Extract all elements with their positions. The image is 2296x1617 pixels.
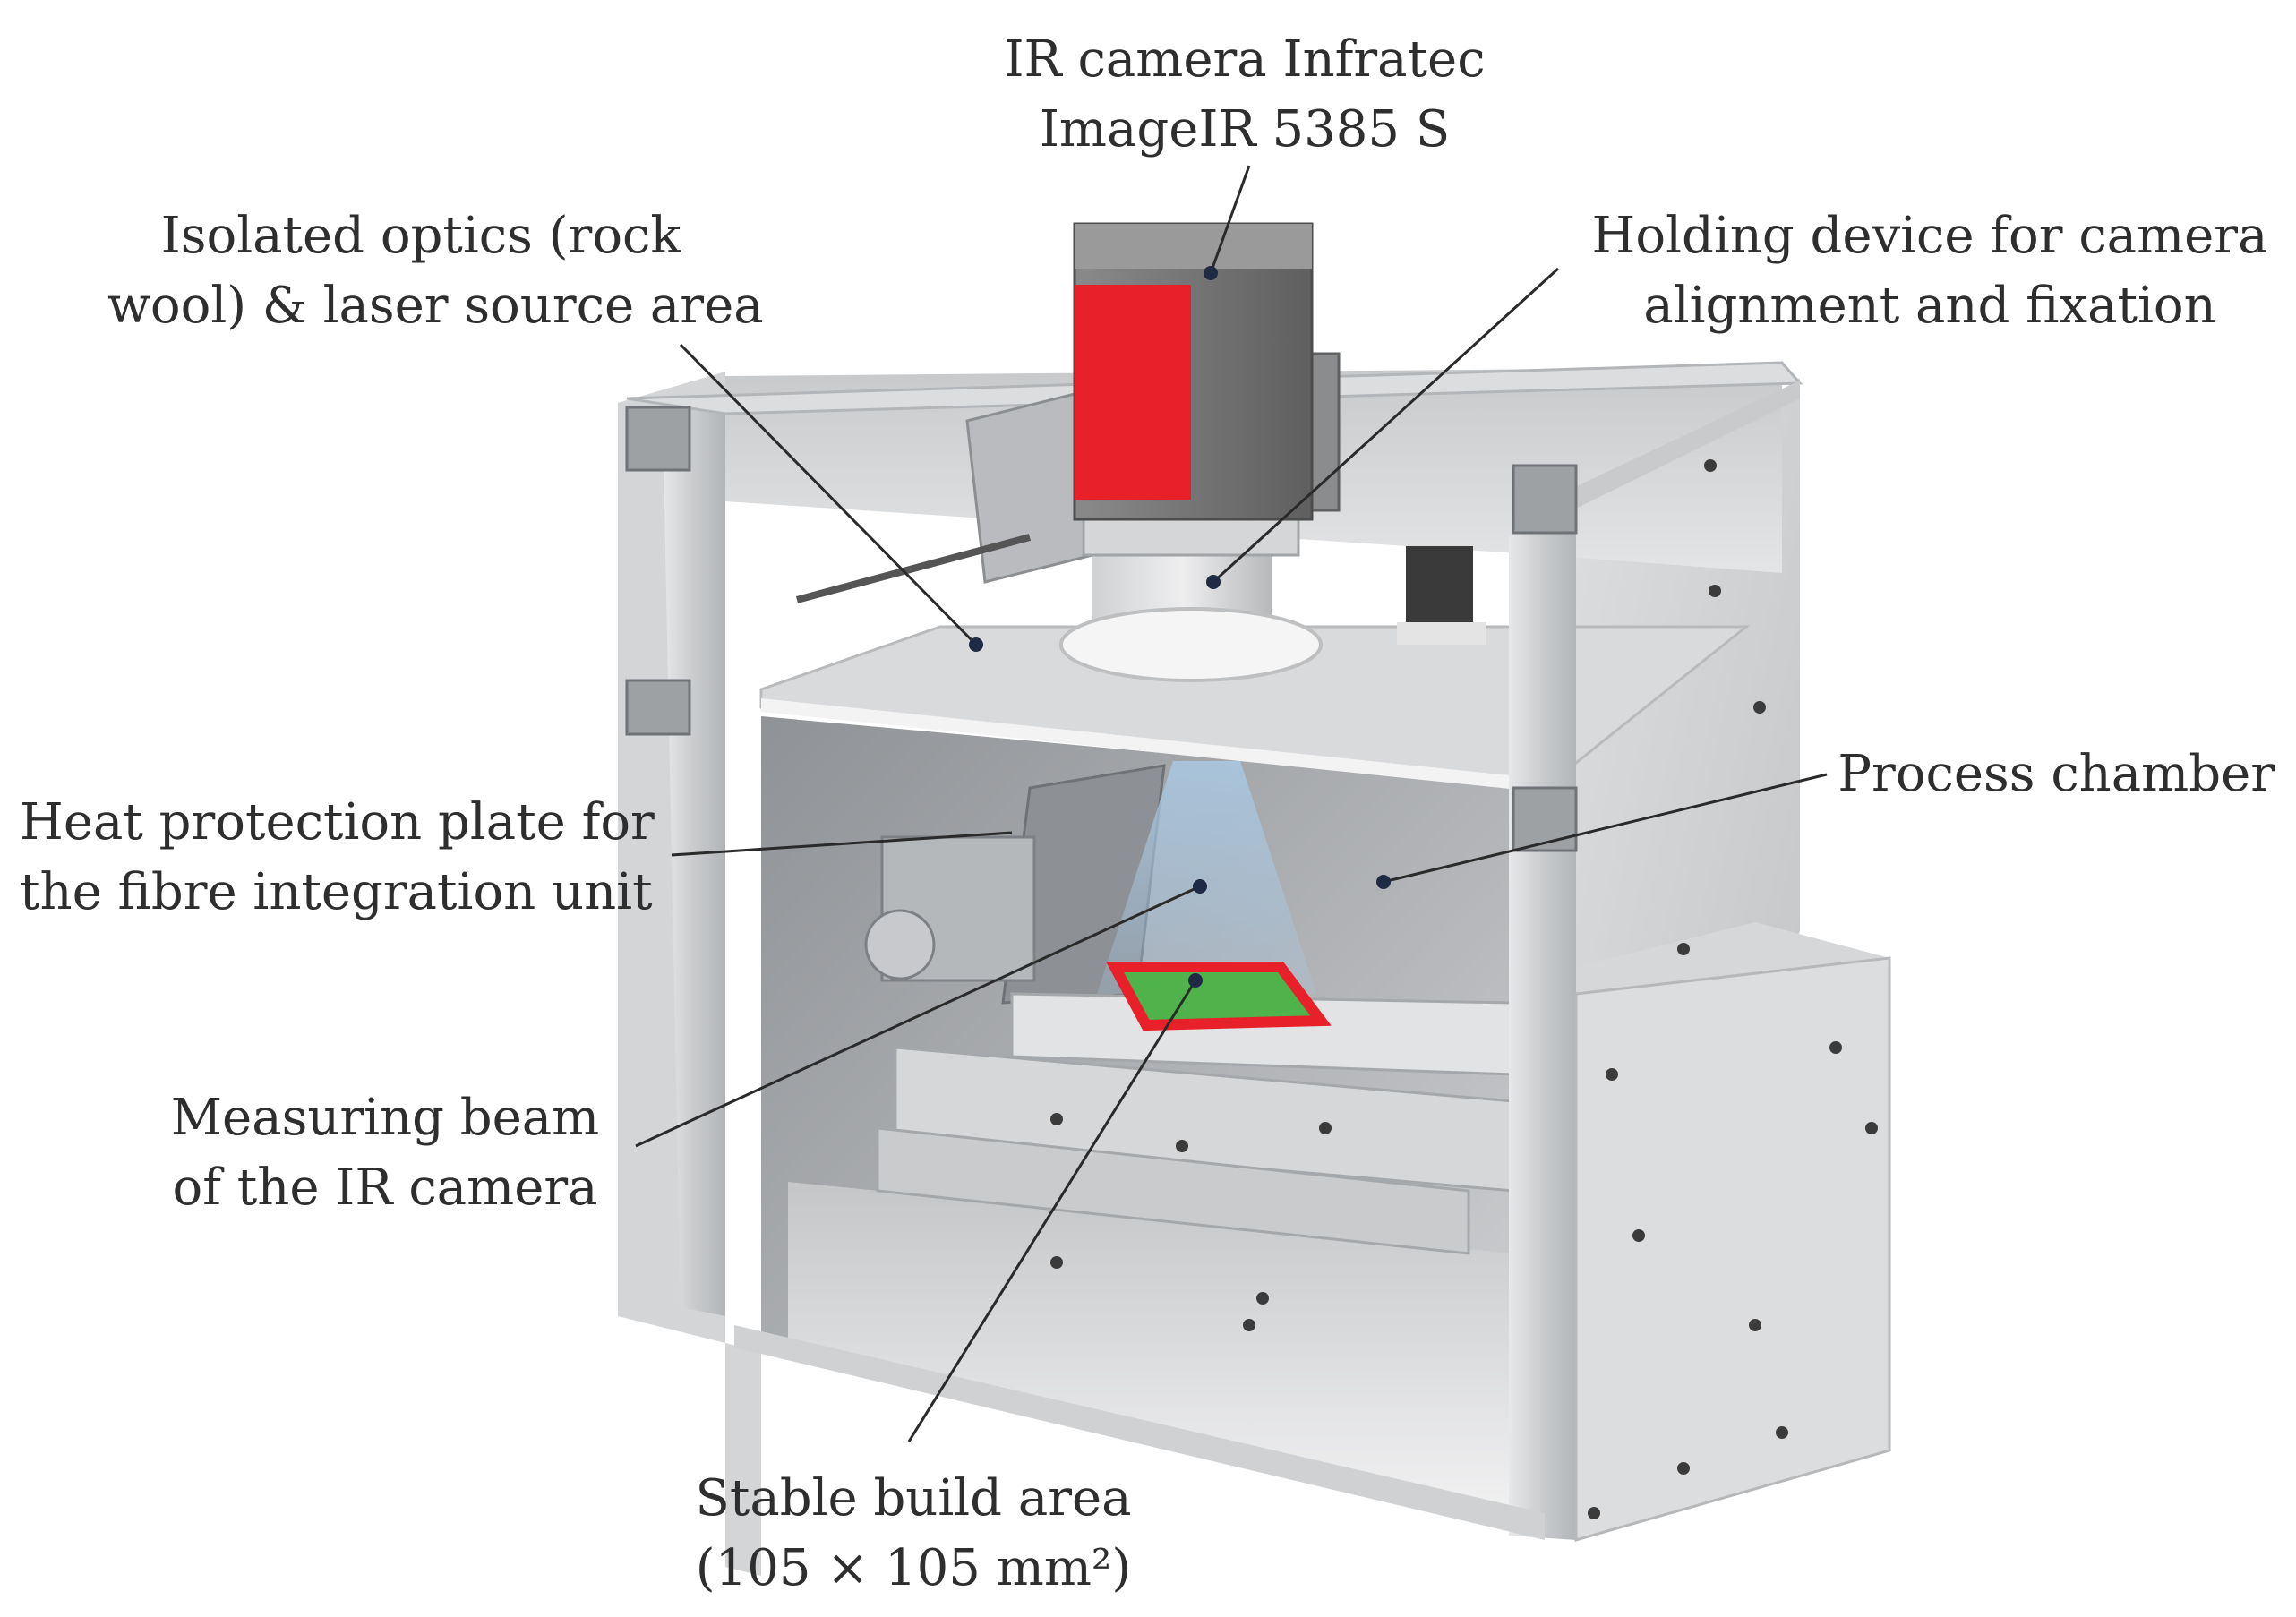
label-heat-protection: Heat protection plate for the fibre inte… — [20, 788, 664, 928]
frame-left-post — [663, 394, 725, 1316]
measuring-beam — [1097, 761, 1316, 994]
leader-process-chamber — [1383, 773, 1828, 884]
corner-bracket — [1512, 786, 1578, 852]
camera-mount-ring — [1059, 607, 1323, 682]
leader-build-area — [907, 980, 1197, 1442]
chamber-floor — [788, 1182, 1513, 1513]
label-build-area: Stable build area (105 × 105 mm²) — [663, 1464, 1164, 1604]
label-isolated-optics-line-1: Isolated optics (rock — [160, 207, 681, 265]
ir-camera-top — [1075, 224, 1312, 269]
label-isolated-optics: Isolated optics (rock wool) & laser sour… — [107, 201, 764, 341]
bolt-holes — [1050, 459, 1878, 1519]
build-platform-base — [876, 1126, 1470, 1255]
ir-camera-face — [1075, 285, 1191, 500]
corner-bracket — [625, 679, 691, 736]
corner-bracket — [625, 406, 691, 472]
label-holding-device: Holding device for camera alignment and … — [1572, 201, 2288, 341]
side-cabinet-top — [1576, 922, 1889, 994]
mid-shelf-edge — [761, 698, 1545, 792]
corner-bracket — [1512, 464, 1578, 535]
leader-holding-device — [1212, 267, 1560, 584]
label-ir-camera-line-1: IR camera Infratec — [1004, 30, 1486, 89]
leader-lines — [635, 165, 1828, 1442]
leader-heat-protection — [671, 831, 1013, 857]
label-process-chamber: Process chamber — [1827, 740, 2275, 809]
label-ir-camera-line-2: ImageIR 5385 S — [1039, 100, 1451, 158]
leader-dots — [969, 266, 1391, 988]
leader-measuring-beam — [635, 885, 1201, 1148]
top-rail-right — [1545, 381, 1800, 524]
label-heat-protection-line-1: Heat protection plate for — [20, 793, 655, 851]
label-build-area-line-1: Stable build area — [695, 1469, 1132, 1527]
label-build-area-line-2: (105 × 105 mm²) — [695, 1539, 1132, 1597]
label-holding-device-line-1: Holding device for camera — [1591, 207, 2268, 265]
label-measuring-beam: Measuring beam of the IR camera — [143, 1083, 627, 1223]
label-heat-protection-line-2: the fibre integration unit — [20, 863, 653, 921]
label-process-chamber-line-1: Process chamber — [1838, 745, 2275, 803]
side-cabinet-front — [1574, 956, 1891, 1542]
label-isolated-optics-line-2: wool) & laser source area — [107, 277, 764, 335]
frame-right-post — [1509, 501, 1576, 1540]
leader-ir-camera — [1209, 165, 1251, 274]
label-measuring-beam-line-1: Measuring beam — [170, 1089, 600, 1147]
label-measuring-beam-line-2: of the IR camera — [172, 1159, 598, 1217]
bottom-rail — [734, 1325, 1545, 1540]
label-ir-camera: IR camera Infratec ImageIR 5385 S — [994, 25, 1495, 165]
leader-isolated-optics — [679, 343, 978, 646]
label-holding-device-line-2: alignment and fixation — [1643, 277, 2216, 335]
build-area — [1105, 962, 1332, 1031]
